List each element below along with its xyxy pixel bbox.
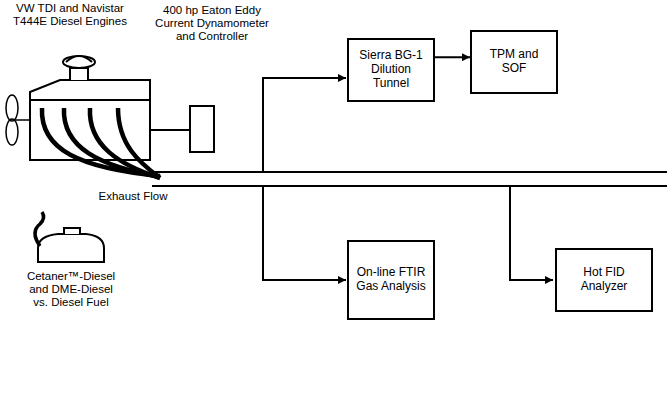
box-text: Sierra BG-1 Dilution Tunnel (354, 49, 428, 90)
process-box: Hot FID Analyzer (555, 248, 653, 312)
box-text: TPM and SOF (477, 48, 551, 76)
exhaust-manifold (42, 108, 160, 178)
part-label: Cetaner™-Diesel and DME-Diesel vs. Diese… (21, 270, 121, 310)
label-holder: 400 hp Eaton Eddy Current Dynamometer an… (152, 4, 272, 44)
box-text: On-line FTIR Gas Analysis (354, 266, 428, 294)
process-box: TPM and SOF (470, 30, 558, 94)
process-box: Sierra BG-1 Dilution Tunnel (347, 38, 435, 102)
label-holder: VW TDI and Navistar T444E Diesel Engines (8, 2, 132, 28)
part-label: VW TDI and Navistar T444E Diesel Engines (8, 2, 132, 28)
process-box: On-line FTIR Gas Analysis (347, 240, 435, 320)
fan (6, 95, 30, 145)
label-holder: Cetaner™-Diesel and DME-Diesel vs. Diese… (6, 270, 136, 310)
label-holder: Exhaust Flow (78, 190, 188, 203)
part-label: 400 hp Eaton Eddy Current Dynamometer an… (152, 4, 272, 44)
flow-arrow (435, 56, 470, 58)
flow-label: Exhaust Flow (98, 190, 167, 203)
exhaust-pipe (152, 172, 667, 186)
box-text: Hot FID Analyzer (562, 266, 646, 294)
fuel-can (35, 212, 104, 262)
dynamometer (150, 106, 214, 152)
